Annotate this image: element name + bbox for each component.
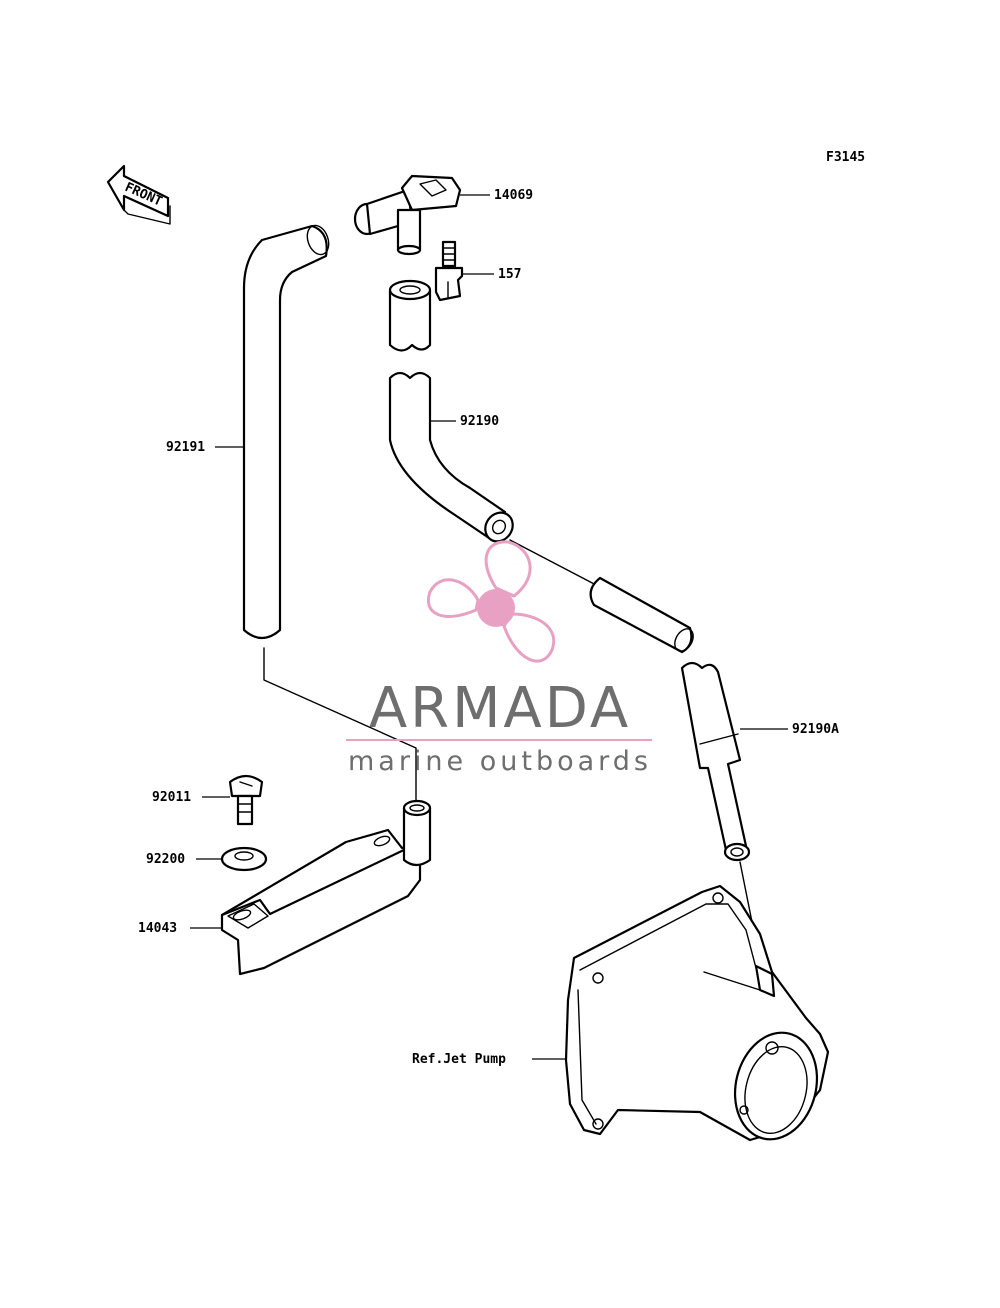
label-92190: 92190 bbox=[460, 414, 499, 429]
screw-part bbox=[228, 774, 264, 826]
label-92191: 92191 bbox=[166, 440, 205, 455]
hose-92190a-lower-part bbox=[680, 661, 751, 862]
hose-92191-part bbox=[242, 224, 330, 640]
label-14069: 14069 bbox=[494, 188, 533, 203]
label-ref-jet-pump: Ref.Jet Pump bbox=[412, 1052, 506, 1067]
cooling-box-part bbox=[220, 799, 432, 976]
hose-92190a-upper-part bbox=[589, 576, 694, 654]
diagram-code: F3145 bbox=[826, 150, 865, 165]
label-92011: 92011 bbox=[152, 790, 191, 805]
washer-part bbox=[220, 846, 268, 872]
bypass-fitting-part bbox=[353, 174, 462, 256]
front-arrow-icon: FRONT bbox=[106, 164, 171, 225]
watermark-tagline: marine outboards bbox=[348, 746, 652, 777]
label-14043: 14043 bbox=[138, 921, 177, 936]
label-92190a: 92190A bbox=[792, 722, 839, 737]
watermark-name: ARMADA bbox=[369, 676, 631, 741]
armada-logo: ARMADA marine outboards bbox=[346, 540, 652, 777]
label-92200: 92200 bbox=[146, 852, 185, 867]
hose-92190-part bbox=[388, 371, 514, 543]
label-157: 157 bbox=[498, 267, 521, 282]
short-hose-part bbox=[388, 279, 432, 352]
bolt-part bbox=[434, 240, 464, 302]
jet-pump-part bbox=[564, 884, 830, 1142]
